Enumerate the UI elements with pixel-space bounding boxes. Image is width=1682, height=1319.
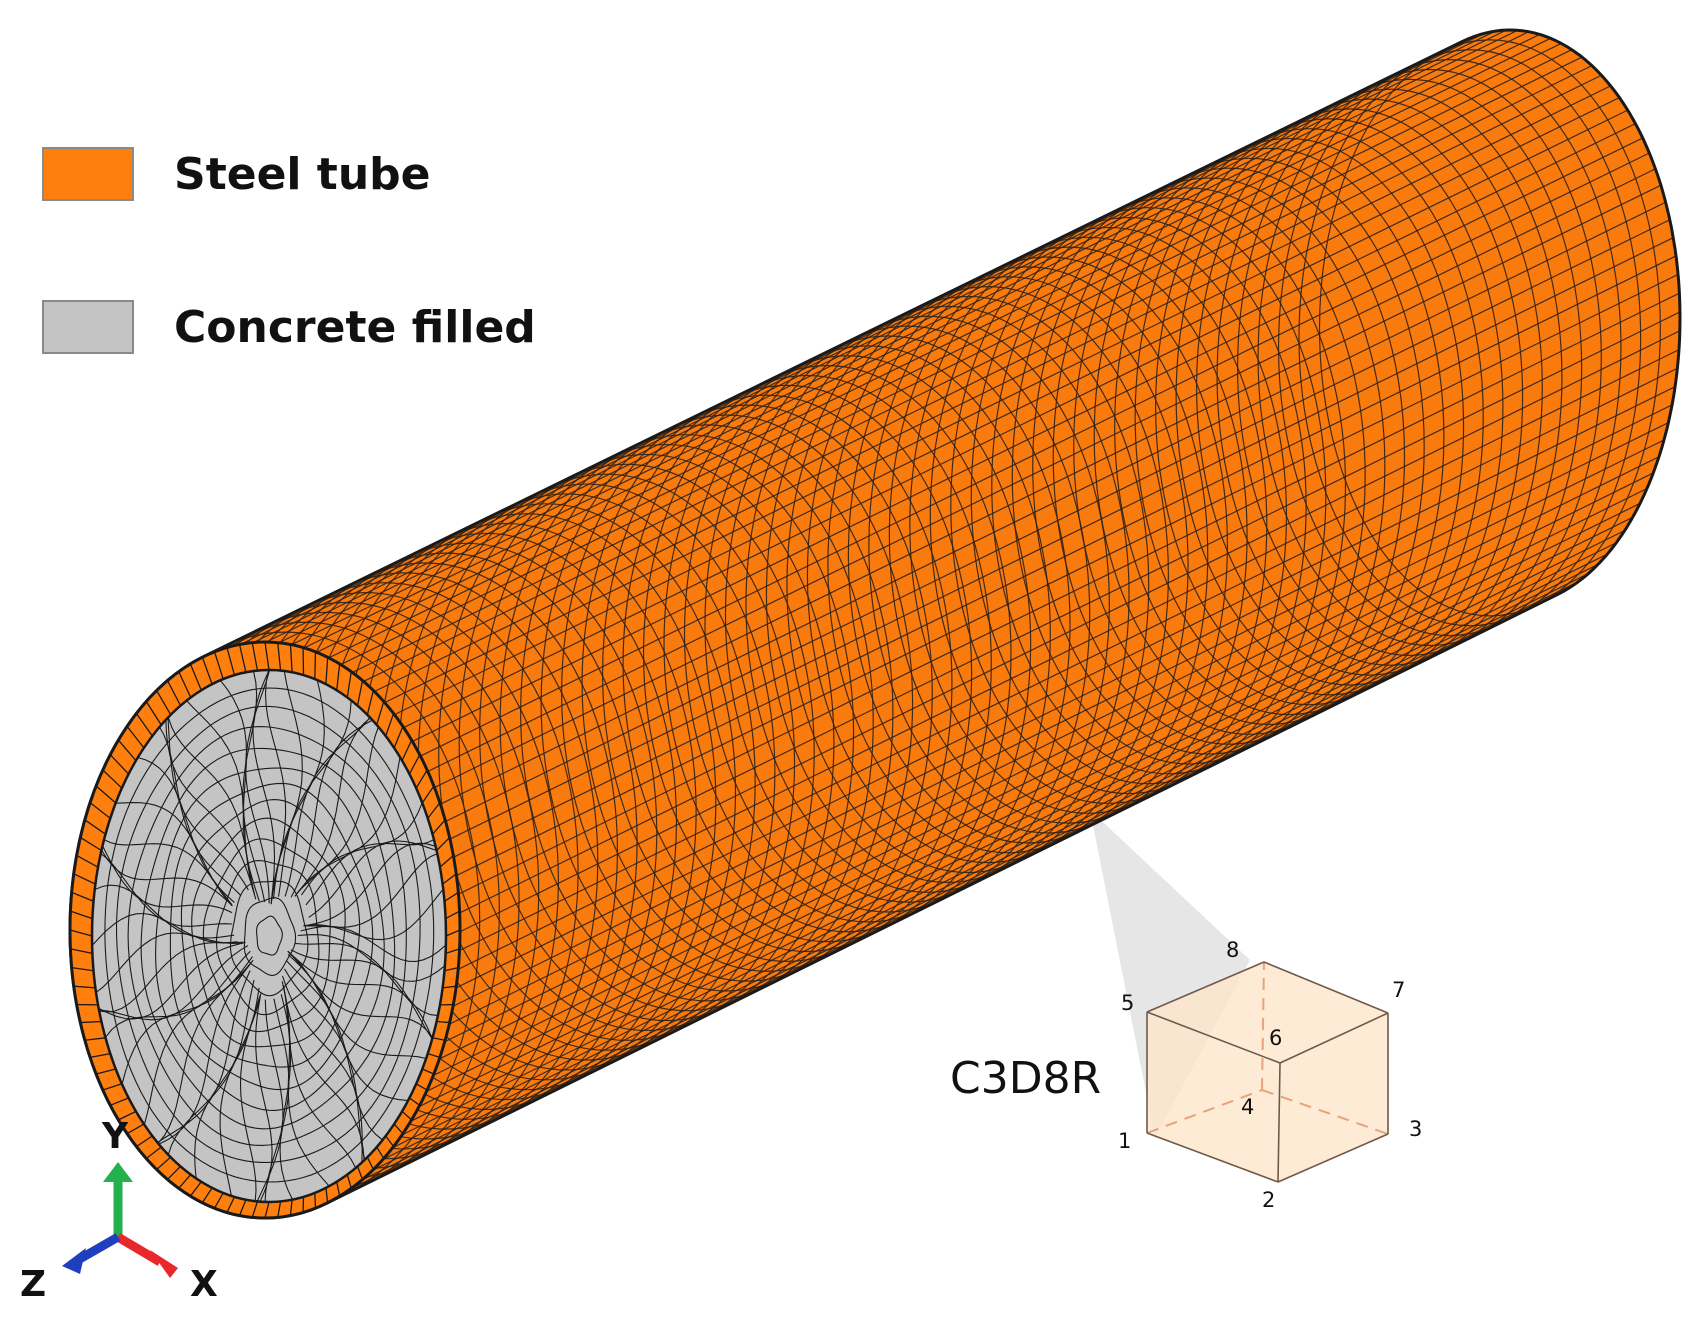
legend-item-steel-tube: Steel tube — [42, 147, 431, 201]
legend-label-steel-tube: Steel tube — [174, 149, 431, 200]
y-axis-label: Y — [101, 1116, 129, 1157]
legend-item-concrete-filled: Concrete filled — [42, 300, 536, 354]
z-axis-label: Z — [20, 1264, 46, 1305]
legend-swatch-concrete — [42, 300, 134, 354]
element-type-label: C3D8R — [950, 1053, 1101, 1104]
node-label-7: 7 — [1392, 978, 1405, 1002]
node-label-5: 5 — [1121, 991, 1134, 1015]
node-label-6: 6 — [1269, 1026, 1282, 1050]
legend-swatch-steel — [42, 147, 134, 201]
cross-section-face — [70, 642, 460, 1218]
x-axis-label: X — [190, 1264, 218, 1305]
node-label-3: 3 — [1409, 1117, 1422, 1141]
node-label-2: 2 — [1262, 1188, 1275, 1212]
node-label-8: 8 — [1226, 938, 1239, 962]
node-label-1: 1 — [1118, 1129, 1131, 1153]
axis-triad — [62, 1162, 178, 1278]
legend-label-concrete-filled: Concrete filled — [174, 302, 536, 353]
node-label-4: 4 — [1241, 1095, 1254, 1119]
